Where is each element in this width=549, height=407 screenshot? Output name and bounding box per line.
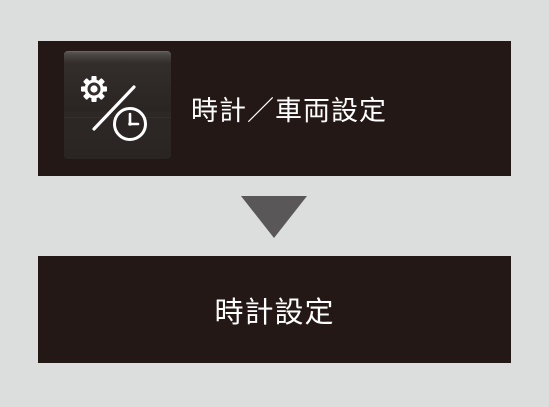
settings-menu-button[interactable]: 時計／車両設定 (38, 41, 511, 176)
clock-settings-button[interactable]: 時計設定 (38, 256, 511, 363)
menu-icon-tile (64, 51, 171, 159)
settings-menu-label: 時計／車両設定 (191, 96, 387, 127)
clock-settings-label: 時計設定 (214, 294, 335, 329)
down-triangle-icon (241, 196, 307, 238)
gear-clock-icon (81, 76, 147, 141)
